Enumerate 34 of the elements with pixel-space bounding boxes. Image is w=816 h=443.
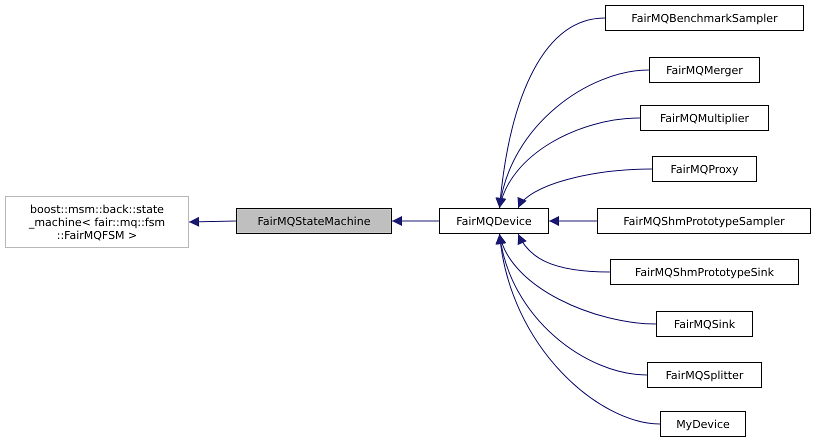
class-name: FairMQSink [674,318,736,330]
class-name: FairMQStateMachine [258,214,370,228]
class-box [640,105,769,131]
inheritance-arrow [496,234,648,376]
class-name: FairMQMultiplier [660,112,750,124]
class-box [610,259,799,285]
class-box [439,208,549,234]
inheritance-arrow [392,216,440,226]
class-name: FairMQProxy [670,162,738,176]
class-name: FairMQBenchmarkSampler [631,12,778,24]
class-name: FairMQShmPrototypeSampler [623,214,785,228]
inheritance-arrow [496,234,660,424]
class-name: boost::msm::back::state _machine< fair::mq::fsm ::FairMQFSM > [28,202,166,242]
inheritance-arrow [498,234,656,324]
class-box [656,311,753,337]
class-name: FairMQDevice [456,214,532,228]
class-box [652,156,757,182]
class-box [605,5,804,31]
class-name: FairMQSplitter [666,368,744,382]
class-box [597,208,811,234]
inheritance-arrow [548,216,598,226]
class-box [5,196,189,248]
inheritance-arrow [497,118,640,208]
inheritance-arrow [518,234,610,272]
class-name: FairMQShmPrototypeSink [635,266,774,278]
class-name: FairMQMerger [666,64,743,76]
class-box [649,57,760,83]
class-name: MyDevice [676,418,730,430]
inheritance-arrow [188,216,236,227]
inheritance-arrow [496,70,650,208]
class-box [236,208,392,234]
inheritance-arrow [518,168,652,208]
class-box [647,362,762,388]
class-box [660,411,746,437]
